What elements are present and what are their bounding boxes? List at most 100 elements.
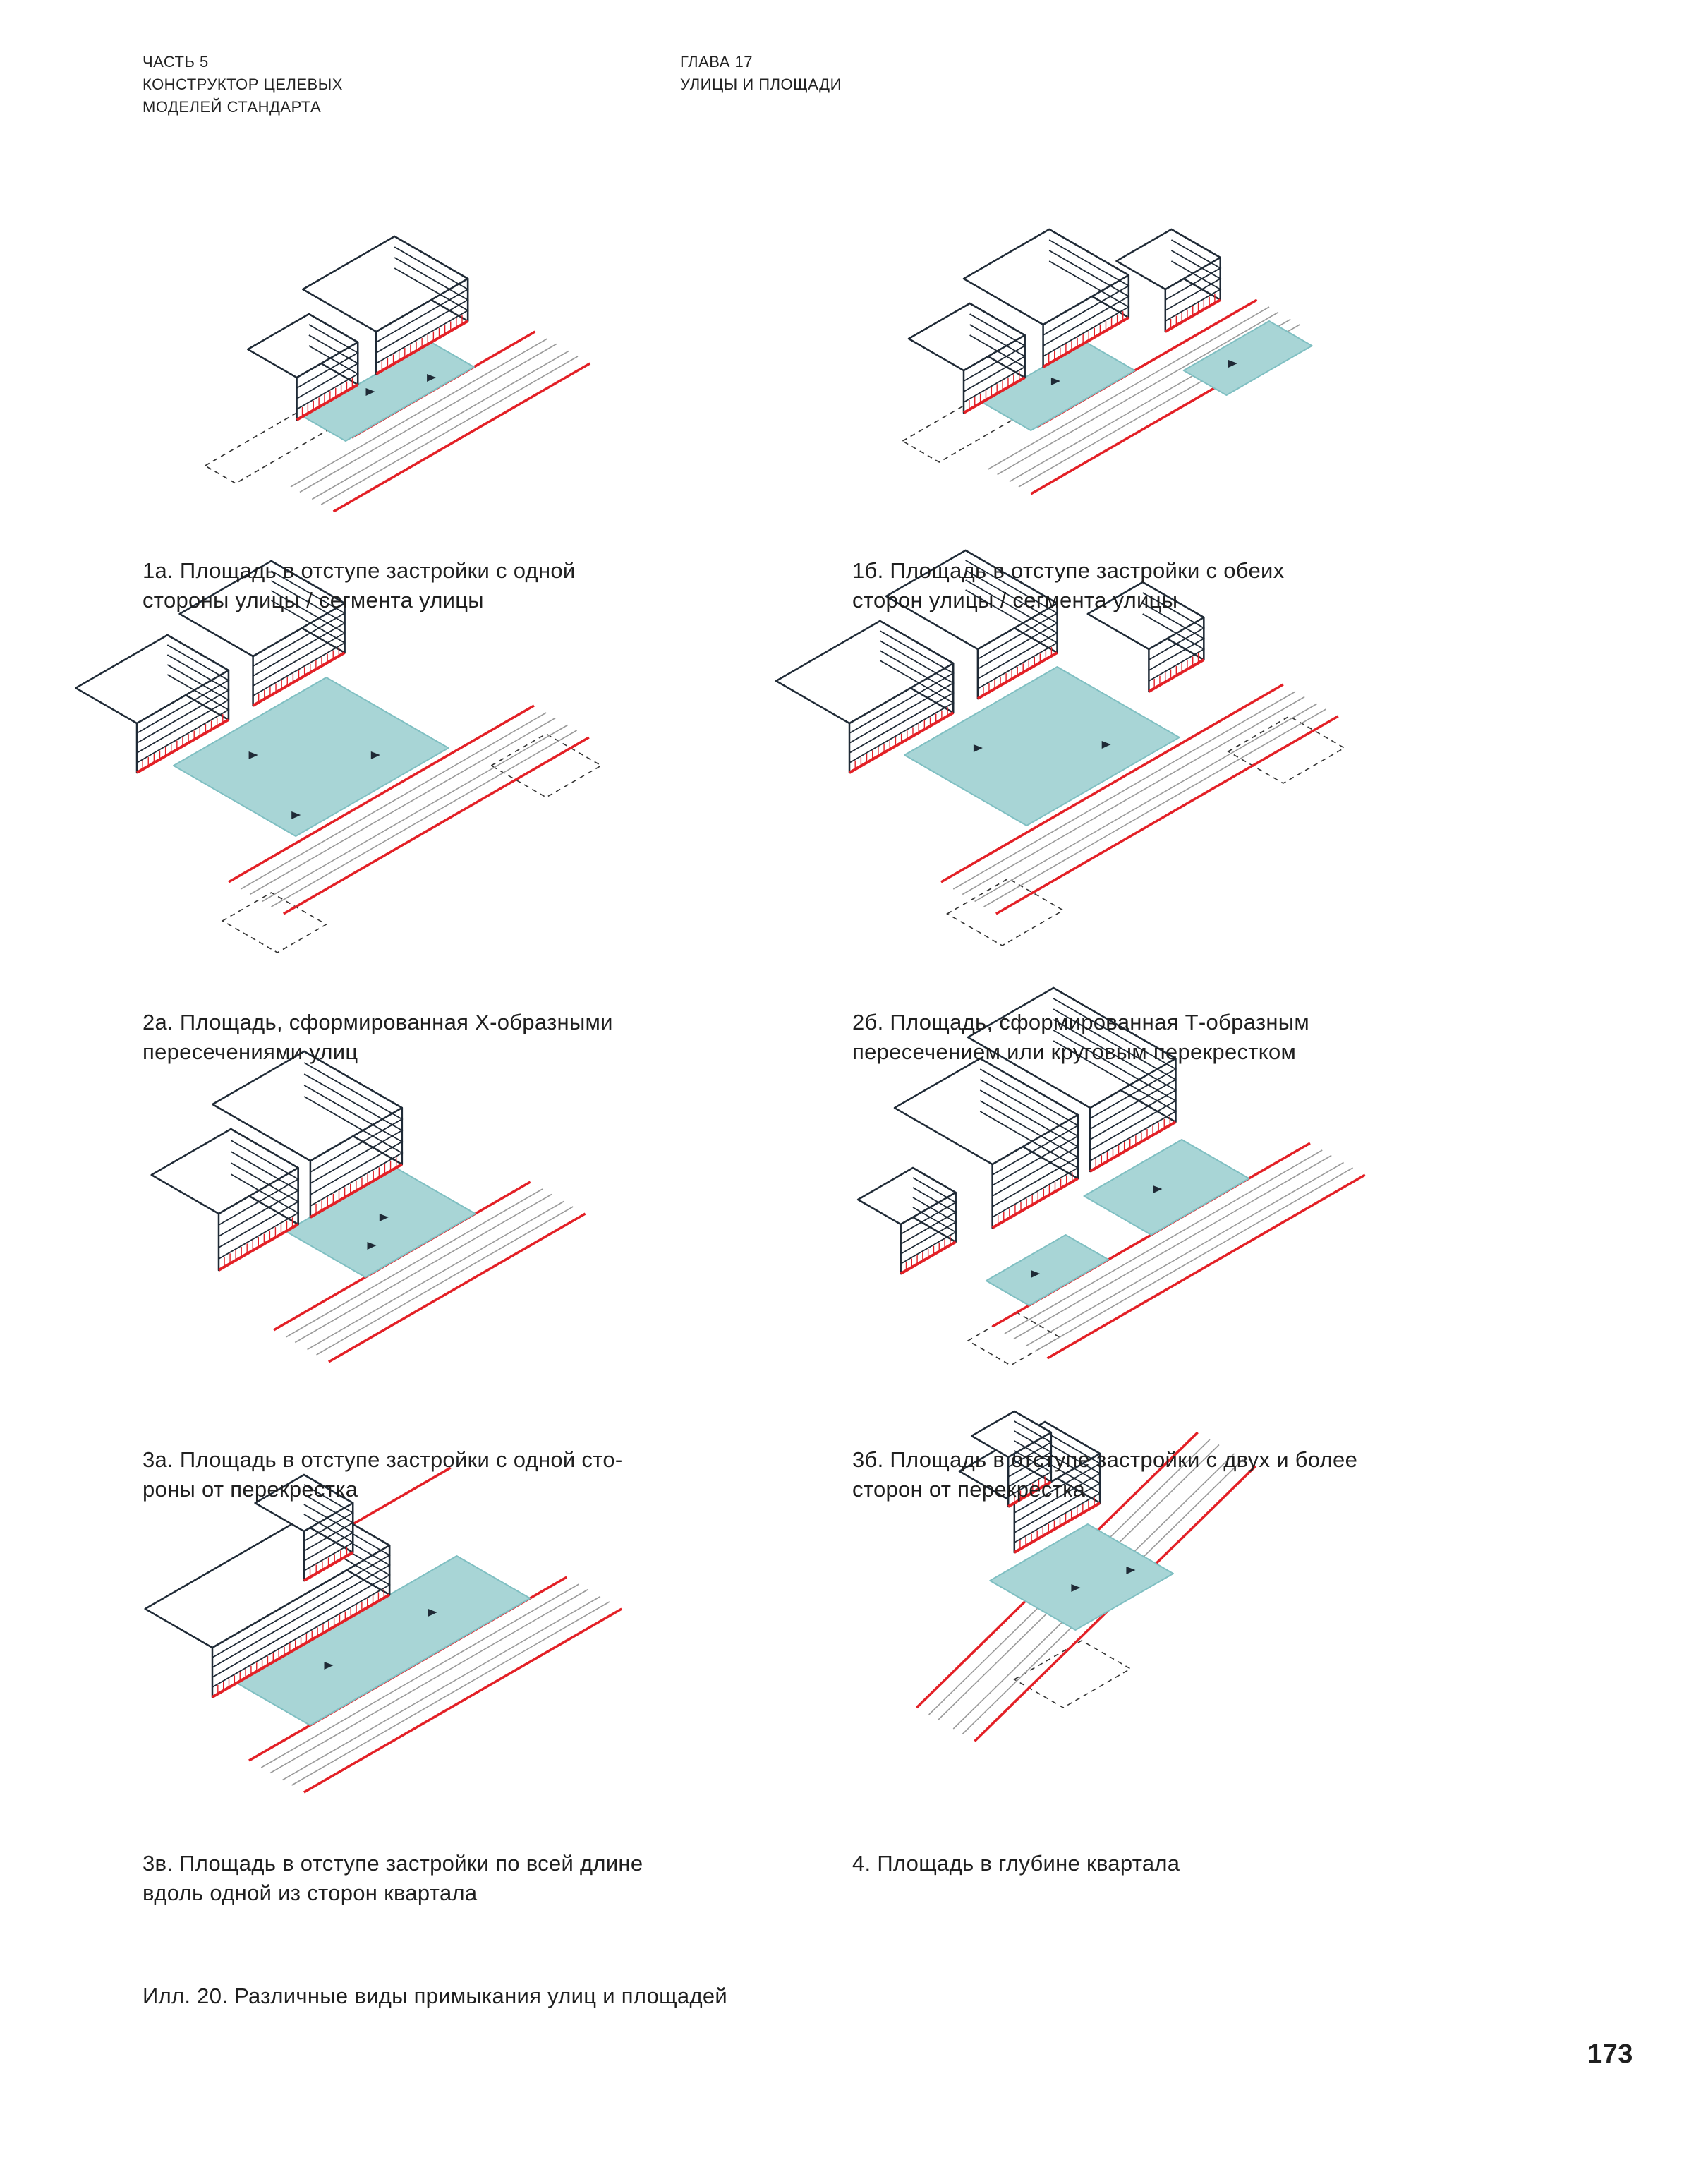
floor-line bbox=[1165, 250, 1222, 311]
figure-4 bbox=[847, 1410, 1383, 1821]
floor-line bbox=[303, 1514, 355, 1571]
floor-line bbox=[218, 1162, 300, 1248]
header-part-title-line-2: МОДЕЛЕЙ СТАНДАРТА bbox=[143, 98, 322, 116]
entrance-marker bbox=[370, 751, 380, 759]
floor-line bbox=[1142, 613, 1206, 682]
floor-line bbox=[965, 589, 1059, 689]
floor-line bbox=[849, 630, 955, 734]
building-roof bbox=[254, 1473, 354, 1533]
caption-2b-line-1: 2б. Площадь, сформированная Т-образным bbox=[852, 1010, 1309, 1034]
floor-line bbox=[303, 1073, 404, 1184]
parcel-outline bbox=[901, 398, 1014, 463]
ground-floor-frontage bbox=[296, 383, 359, 421]
street-line bbox=[282, 1595, 601, 1781]
floor-line bbox=[136, 674, 230, 763]
frontage-line bbox=[282, 736, 590, 915]
entrance-marker bbox=[248, 751, 258, 759]
street-line bbox=[1025, 1161, 1344, 1347]
floor-line bbox=[296, 345, 360, 410]
figure-3b bbox=[856, 986, 1376, 1432]
floor-line bbox=[1014, 1451, 1101, 1533]
floor-line bbox=[303, 1504, 355, 1562]
street-line bbox=[316, 1206, 574, 1356]
floor-line bbox=[849, 650, 955, 754]
header-left: ЧАСТЬ 5 КОНСТРУКТОР ЦЕЛЕВЫХ МОДЕЛЕЙ СТАН… bbox=[143, 51, 343, 119]
figure-4-diagram bbox=[916, 1410, 1257, 1742]
street-line bbox=[1034, 1167, 1353, 1352]
header-chapter: ГЛАВА 17 bbox=[680, 53, 753, 71]
street-line bbox=[311, 350, 569, 500]
street-line bbox=[290, 338, 548, 488]
figure-1a-diagram bbox=[204, 235, 591, 513]
floor-line bbox=[849, 660, 955, 763]
floor-line bbox=[212, 1545, 391, 1688]
frontage-line bbox=[940, 683, 1284, 883]
figure-2b-diagram bbox=[775, 549, 1346, 946]
floor-line bbox=[253, 570, 346, 667]
frontage-line bbox=[228, 704, 535, 883]
entrance-marker bbox=[367, 1242, 377, 1250]
floor-line bbox=[1007, 1420, 1053, 1468]
street-line bbox=[299, 343, 557, 493]
caption-4: 4. Площадь в глубине квартала bbox=[852, 1849, 1445, 1878]
entrance-marker bbox=[291, 811, 301, 819]
caption-1a-line-1: 1а. Площадь в отступе застройки с одной bbox=[143, 558, 576, 583]
parcel-outline bbox=[490, 733, 602, 798]
floor-line bbox=[963, 313, 1026, 382]
caption-3a: 3а. Площадь в отступе застройки с одной … bbox=[143, 1445, 735, 1504]
plaza-area bbox=[904, 666, 1180, 826]
entrance-marker bbox=[1050, 378, 1060, 385]
parcel-outline bbox=[221, 892, 328, 953]
entrance-marker bbox=[1126, 1567, 1136, 1574]
floor-line bbox=[303, 1494, 355, 1552]
entrance-marker bbox=[365, 388, 375, 396]
plaza-area bbox=[985, 1234, 1110, 1306]
entrance-marker bbox=[324, 1662, 334, 1670]
floor-line bbox=[1014, 1461, 1101, 1543]
entrance-marker bbox=[1153, 1185, 1163, 1193]
entrance-marker bbox=[1228, 360, 1237, 368]
building-roof bbox=[907, 302, 1026, 372]
floor-line bbox=[253, 600, 346, 696]
caption-4-line-1: 4. Площадь в глубине квартала bbox=[852, 1851, 1180, 1876]
caption-1b-line-1: 1б. Площадь в отступе застройки с обеих bbox=[852, 558, 1285, 583]
ground-floor-frontage bbox=[962, 376, 1026, 414]
floor-line bbox=[849, 640, 955, 744]
floor-line bbox=[900, 1187, 957, 1245]
entrance-marker bbox=[427, 374, 437, 382]
street-line bbox=[291, 1601, 610, 1786]
street-line bbox=[952, 691, 1296, 890]
page-number: 173 bbox=[1587, 2039, 1633, 2069]
building-roof bbox=[893, 1057, 1079, 1166]
frontage-line bbox=[1046, 1173, 1366, 1360]
caption-1a-line-2: стороны улицы / сегмента улицы bbox=[143, 588, 484, 612]
figure-1b bbox=[901, 228, 1362, 522]
building-roof bbox=[212, 1050, 404, 1162]
floor-line bbox=[253, 580, 346, 677]
floor-line bbox=[136, 654, 230, 744]
parcel-outline bbox=[204, 412, 329, 484]
frontage-line bbox=[995, 715, 1339, 915]
floor-line bbox=[218, 1173, 300, 1260]
floor-line bbox=[1007, 1440, 1053, 1487]
ground-floor-frontage bbox=[991, 1177, 1079, 1229]
street-line bbox=[1013, 1154, 1332, 1340]
street-line bbox=[294, 1193, 552, 1344]
street-line bbox=[1004, 1149, 1323, 1334]
street-line bbox=[320, 356, 579, 505]
plaza-area bbox=[989, 1523, 1174, 1631]
entrance-marker bbox=[1101, 741, 1111, 749]
header-part-title-line-1: КОНСТРУКТОР ЦЕЛЕВЫХ bbox=[143, 76, 343, 93]
building-roof bbox=[1115, 228, 1221, 291]
floor-line bbox=[963, 324, 1026, 392]
caption-3b-line-1: 3б. Площадь в отступе застройки с двух и… bbox=[852, 1447, 1358, 1472]
caption-2b-line-2: пересечением или круговым перекрестком bbox=[852, 1039, 1297, 1064]
building-roof bbox=[885, 549, 1058, 651]
floor-line bbox=[1007, 1450, 1053, 1497]
floor-line bbox=[979, 1089, 1079, 1197]
figure-3b-diagram bbox=[856, 986, 1366, 1366]
frontage-line bbox=[328, 1212, 586, 1363]
caption-1a: 1а. Площадь в отступе застройки с одной … bbox=[143, 556, 735, 615]
ground-floor-frontage bbox=[1007, 1480, 1052, 1508]
floor-line bbox=[1014, 1441, 1101, 1523]
